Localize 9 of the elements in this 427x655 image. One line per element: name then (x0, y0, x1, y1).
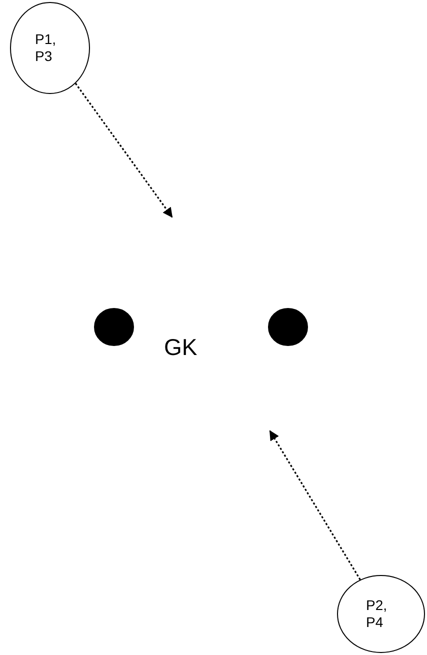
node-label: P1, P3 (35, 31, 58, 65)
ellipse-node (337, 575, 425, 653)
arrow (269, 430, 361, 580)
arrow (74, 82, 173, 218)
node-label: P2, P4 (366, 597, 388, 631)
label: GK (164, 334, 198, 361)
dot (94, 308, 134, 346)
dot (268, 308, 308, 346)
ellipse-node (10, 2, 90, 94)
